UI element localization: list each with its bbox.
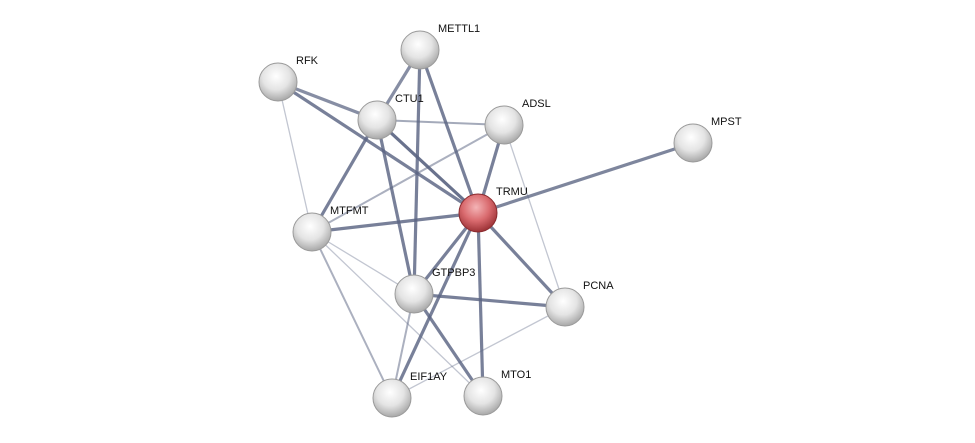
node-label: PCNA — [583, 280, 614, 292]
edge-mtfmt-trmu[interactable] — [311, 211, 479, 234]
node-sphere[interactable] — [484, 105, 524, 145]
node-label: MTFMT — [330, 205, 369, 217]
edge-rfk-mtfmt[interactable] — [277, 81, 313, 233]
node-sphere[interactable] — [357, 100, 397, 140]
edge-mtfmt-eif1ay[interactable] — [311, 231, 393, 399]
node-pcna[interactable]: PCNA — [545, 280, 614, 327]
edge-trmu-eif1ay[interactable] — [390, 212, 480, 399]
edge-ctu1-gtpbp3[interactable] — [375, 119, 416, 295]
edge-mettl1-gtpbp3[interactable] — [412, 49, 422, 295]
node-sphere[interactable] — [458, 193, 498, 233]
edge-rfk-trmu[interactable] — [277, 80, 479, 215]
node-mettl1[interactable]: METTL1 — [400, 23, 480, 70]
node-sphere[interactable] — [394, 274, 434, 314]
edge-gtpbp3-pcna[interactable] — [413, 292, 566, 309]
edge-mettl1-trmu[interactable] — [418, 49, 480, 214]
edge-ctu1-mtfmt[interactable] — [310, 119, 379, 233]
node-label: MTO1 — [501, 369, 531, 381]
edge-ctu1-adsl[interactable] — [376, 119, 505, 126]
node-sphere[interactable] — [372, 378, 412, 418]
node-gtpbp3[interactable]: GTPBP3 — [394, 267, 475, 314]
node-sphere[interactable] — [463, 376, 503, 416]
node-trmu[interactable]: TRMU — [458, 186, 528, 233]
node-sphere[interactable] — [258, 62, 298, 102]
node-eif1ay[interactable]: EIF1AY — [372, 371, 448, 418]
node-rfk[interactable]: RFK — [258, 55, 319, 102]
node-sphere[interactable] — [673, 123, 713, 163]
edge-adsl-pcna[interactable] — [503, 124, 566, 308]
node-label: RFK — [296, 55, 319, 67]
node-adsl[interactable]: ADSL — [484, 98, 551, 145]
node-ctu1[interactable]: CTU1 — [357, 93, 424, 140]
node-label: ADSL — [522, 98, 551, 110]
node-label: GTPBP3 — [432, 267, 475, 279]
node-mpst[interactable]: MPST — [673, 116, 742, 163]
node-sphere[interactable] — [545, 287, 585, 327]
node-label: MPST — [711, 116, 742, 128]
node-label: TRMU — [496, 186, 528, 198]
node-sphere[interactable] — [400, 30, 440, 70]
edge-trmu-pcna[interactable] — [476, 211, 567, 309]
edge-gtpbp3-mto1[interactable] — [412, 293, 485, 397]
edge-mpst-trmu[interactable] — [477, 141, 694, 215]
node-label: EIF1AY — [410, 371, 448, 383]
edge-mtfmt-mto1[interactable] — [311, 231, 484, 397]
node-mto1[interactable]: MTO1 — [463, 369, 531, 416]
node-label: CTU1 — [395, 93, 424, 105]
edge-mtfmt-gtpbp3[interactable] — [311, 231, 415, 295]
edge-trmu-mto1[interactable] — [476, 212, 485, 397]
node-sphere[interactable] — [292, 212, 332, 252]
edge-eif1ay-pcna[interactable] — [391, 306, 566, 399]
node-label: METTL1 — [438, 23, 480, 35]
edge-adsl-mtfmt[interactable] — [311, 124, 505, 233]
node-mtfmt[interactable]: MTFMT — [292, 205, 369, 252]
edges-layer — [277, 49, 694, 399]
